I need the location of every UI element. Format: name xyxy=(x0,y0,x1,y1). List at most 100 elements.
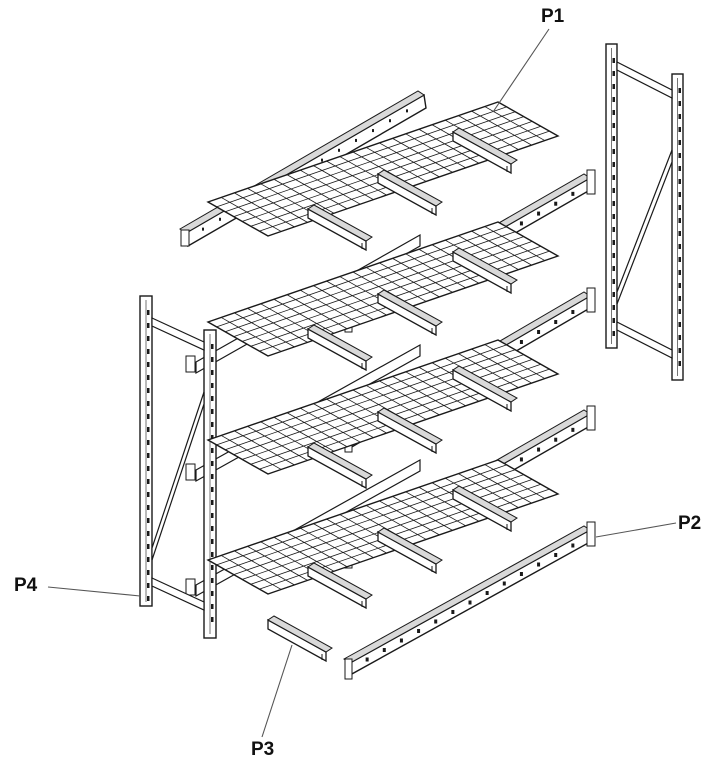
post-slot xyxy=(678,231,681,236)
mesh-wire xyxy=(234,431,294,465)
post-slot xyxy=(211,578,214,583)
post-slot xyxy=(678,192,681,197)
post-slot xyxy=(678,205,681,210)
mesh-wire xyxy=(485,227,545,261)
mesh-wire xyxy=(287,295,347,329)
post-slot xyxy=(211,604,214,609)
post-slot xyxy=(147,323,150,328)
post-slot xyxy=(678,127,681,132)
post-slot xyxy=(612,318,615,323)
mesh-wire xyxy=(221,435,281,469)
deck-support xyxy=(378,528,442,573)
mesh-wire xyxy=(393,138,453,172)
mesh-wire xyxy=(366,385,426,419)
beam-slot xyxy=(571,427,575,432)
post-slot xyxy=(147,453,150,458)
deck-support xyxy=(308,205,372,250)
mesh-wire xyxy=(419,367,479,401)
beam-slot xyxy=(519,572,523,576)
mesh-wire xyxy=(221,555,281,589)
beam-slot xyxy=(338,148,340,152)
post-slot xyxy=(211,344,214,349)
mesh-wire xyxy=(287,413,347,447)
post-slot xyxy=(612,149,615,154)
beam-slot xyxy=(389,119,391,123)
leader-p1 xyxy=(493,29,549,112)
beam-slot xyxy=(519,340,523,344)
mesh-wire xyxy=(327,281,387,315)
post-slot xyxy=(147,349,150,354)
post-slot xyxy=(678,283,681,288)
mesh-wire xyxy=(287,175,347,209)
mesh-wire xyxy=(225,470,515,570)
post-slot xyxy=(211,422,214,427)
beam-slot xyxy=(554,437,558,442)
post-slot xyxy=(147,505,150,510)
post-slot xyxy=(612,136,615,141)
post-slot xyxy=(147,401,150,406)
post-slot xyxy=(211,487,214,492)
mesh-wire xyxy=(234,355,524,455)
mesh-wire xyxy=(248,426,308,460)
post-slot xyxy=(211,383,214,388)
mesh-wire xyxy=(379,263,439,297)
leader-p3 xyxy=(262,645,292,737)
mesh-wire xyxy=(366,267,426,301)
post-slot xyxy=(211,448,214,453)
beam-end-bracket xyxy=(586,169,596,195)
beam-slot xyxy=(537,447,541,452)
post-slot xyxy=(612,84,615,89)
mesh-wire xyxy=(419,249,479,283)
post-slot xyxy=(211,474,214,479)
post-slot xyxy=(678,257,681,262)
post-slot xyxy=(147,362,150,367)
mesh-wire xyxy=(217,465,507,565)
mesh-wire xyxy=(485,345,545,379)
support-top xyxy=(453,128,517,164)
upright-post xyxy=(203,329,217,639)
leader-p2 xyxy=(596,523,676,537)
beam-slot xyxy=(382,648,386,652)
post-slot xyxy=(211,500,214,505)
beam-slot xyxy=(202,227,204,231)
beam-slot xyxy=(537,330,541,334)
post-slot xyxy=(211,617,214,622)
beam-end-bracket xyxy=(185,463,196,481)
mesh-wire xyxy=(327,161,387,195)
mesh-wire xyxy=(248,308,308,342)
deck-support xyxy=(308,443,372,488)
beam-slot xyxy=(321,158,323,162)
left-upright-frame xyxy=(139,295,217,639)
deck-support xyxy=(453,248,517,293)
post-slot xyxy=(612,331,615,336)
beam-slot xyxy=(399,638,403,643)
mesh-wire xyxy=(327,399,387,433)
mesh-wire xyxy=(327,519,387,553)
beam-end-bracket xyxy=(185,578,196,596)
mesh-wire xyxy=(221,317,281,351)
mesh-wire xyxy=(393,258,453,292)
mesh-wire xyxy=(313,166,373,200)
post-slot xyxy=(211,526,214,531)
post-slot xyxy=(211,396,214,401)
mesh-wire xyxy=(485,107,545,141)
mesh-wire xyxy=(274,179,334,213)
beam-slot xyxy=(554,320,558,324)
post-slot xyxy=(612,214,615,219)
beam-slot xyxy=(519,221,523,226)
support-top xyxy=(453,366,517,402)
beam-end-bracket xyxy=(586,287,596,313)
mesh-wire xyxy=(366,505,426,539)
mesh-wire xyxy=(313,286,373,320)
beam-slot xyxy=(417,629,421,633)
post-slot xyxy=(147,388,150,393)
post-slot xyxy=(612,266,615,271)
post-slot xyxy=(678,296,681,301)
mesh-wire xyxy=(287,533,347,567)
support-top xyxy=(378,528,442,564)
support-top xyxy=(453,248,517,284)
deck-support xyxy=(308,325,372,370)
deck-support xyxy=(268,616,332,661)
post-slot xyxy=(612,97,615,102)
mesh-wire xyxy=(379,501,439,535)
